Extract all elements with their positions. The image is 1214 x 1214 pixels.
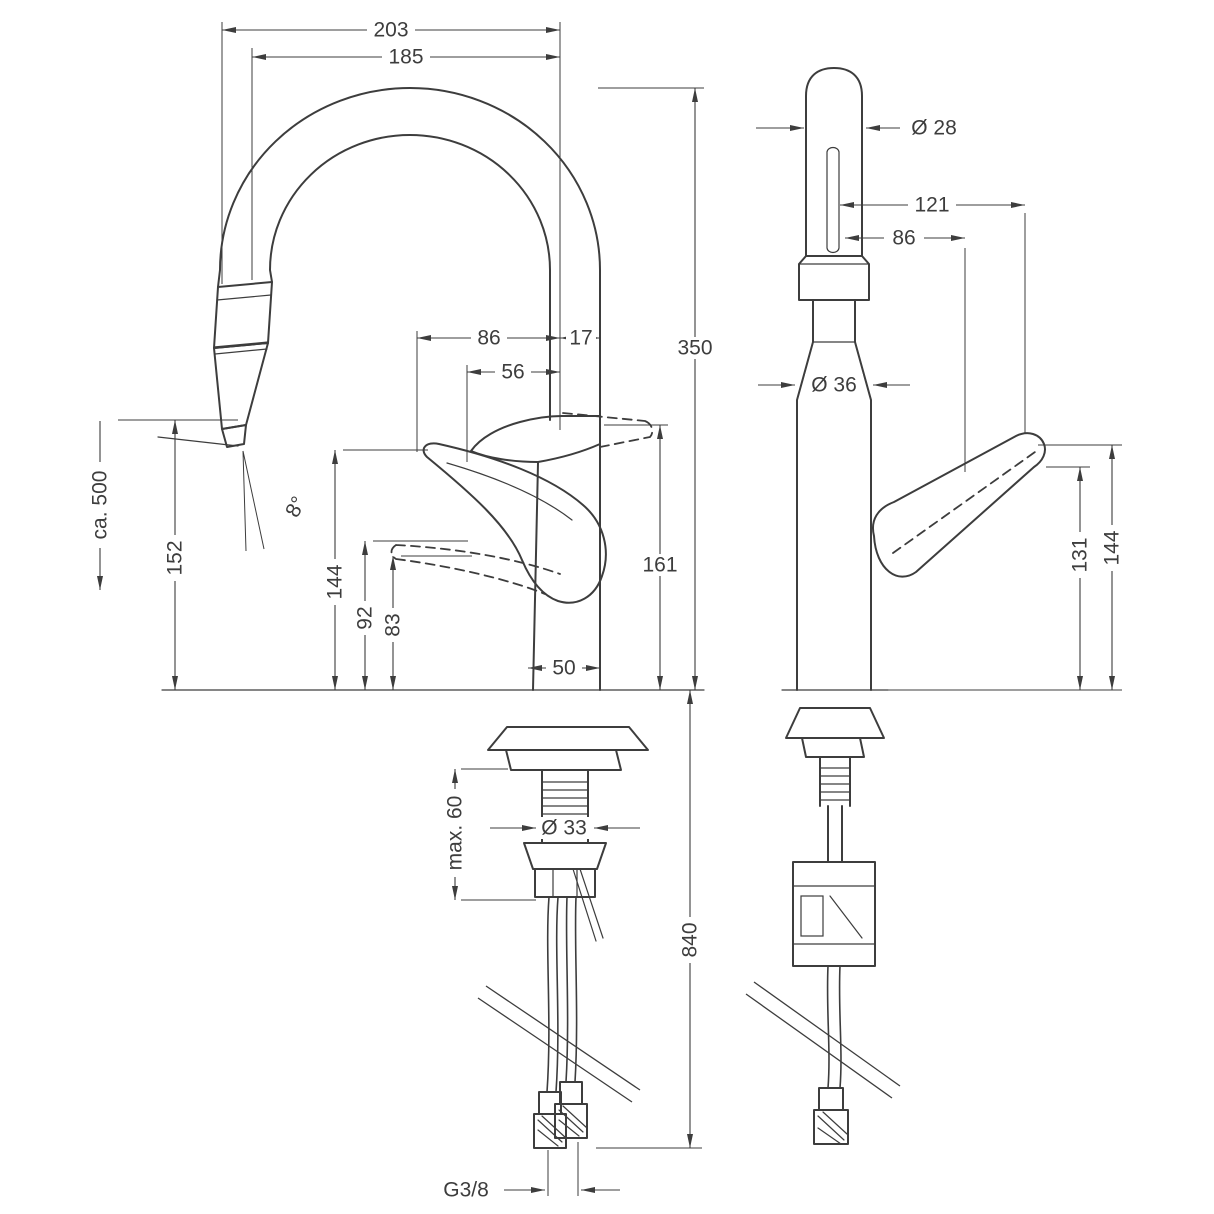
sprayhead-slot [826, 146, 840, 254]
dim-hose-length-ca500: ca. 500 [89, 421, 112, 590]
mounting-studs [572, 868, 604, 942]
angle-annotation-8deg: 8° [242, 450, 311, 552]
dim-handle-reach-86: 86 [416, 327, 560, 452]
dim-hole-dia-33: Ø 33 [490, 817, 640, 840]
right-view: Ø 28 121 86 Ø 36 [745, 67, 1124, 1145]
hose-fitting-2-hatch [558, 1105, 588, 1137]
dim-clearance-152: 152 [118, 419, 238, 690]
dimensions-right: Ø 28 121 86 Ø 36 [756, 117, 1124, 691]
sprayhead-cone [213, 342, 269, 430]
dim-handle-low-83: 83 [382, 555, 472, 690]
dim-label-131: 131 [1069, 537, 1092, 572]
handle-lever [422, 442, 607, 604]
dim-label-203: 203 [373, 19, 408, 42]
dim-outlet-height-161: 161 [604, 424, 684, 690]
hose-fitting-1-hatch [537, 1115, 567, 1147]
hose-fitting-right-nut [813, 1109, 849, 1145]
dim-label-dia28: Ø 28 [911, 117, 957, 140]
dim-label-121: 121 [914, 194, 949, 217]
dim-body-depth-50: 50 [528, 657, 600, 680]
dim-swing-121: 121 [840, 194, 1026, 434]
body-column [532, 415, 601, 691]
dim-label-840: 840 [679, 922, 702, 957]
dim-label-50: 50 [552, 657, 575, 680]
hose-fitting-1-nut [533, 1113, 567, 1149]
dim-label-83: 83 [382, 613, 405, 636]
mounting-nut-lines [552, 868, 578, 898]
hose-fitting-2-neck [559, 1081, 583, 1105]
dim-spout-reach-185: 185 [251, 46, 560, 280]
escutcheon [487, 726, 649, 751]
dim-label-56: 56 [501, 361, 524, 384]
dim-handle-86-right: 86 [845, 227, 966, 472]
sprayhead-body [213, 281, 273, 349]
dim-height-131: 131 [1046, 466, 1092, 690]
sprayhead-leader-line [157, 436, 239, 447]
connector-tube [827, 805, 843, 863]
dim-label-max60: max. 60 [444, 796, 467, 871]
dim-below-840: 840 [596, 690, 702, 1149]
dim-total-width-203: 203 [221, 19, 561, 430]
faucet-outline-left [157, 87, 705, 1149]
dim-label-144-left: 144 [324, 564, 347, 599]
dim-max-deck-60: max. 60 [444, 768, 536, 901]
sprayhead-front [805, 67, 863, 257]
dim-label-ca500: ca. 500 [89, 471, 112, 540]
spout-nose [470, 415, 601, 463]
valve-block-details [792, 885, 876, 945]
hose-fitting-right-hatch [817, 1111, 848, 1145]
dim-head-dia-28: Ø 28 [756, 117, 957, 140]
escutcheon-skirt-right [801, 737, 865, 758]
spout-alt-position-dashed [562, 412, 654, 448]
handle-blade [872, 432, 1046, 578]
spout-arc-inner [269, 134, 551, 421]
dim-label-8deg: 8° [281, 493, 311, 522]
mounting-bracket [523, 842, 607, 870]
shank-right [819, 756, 851, 807]
thread-annotation-g38: G3/8 [443, 1142, 620, 1202]
dim-label-dia33: Ø 33 [541, 817, 587, 840]
dim-height-350: 350 [598, 87, 719, 690]
mounting-nut [534, 868, 596, 898]
dim-body-dia-36: Ø 36 [758, 374, 910, 397]
dim-label-86-left: 86 [477, 327, 500, 350]
hose-fitting-2-nut [554, 1103, 588, 1139]
shank-threads-right [819, 767, 851, 801]
dim-label-92: 92 [354, 606, 377, 629]
supply-hose-right [826, 965, 842, 1089]
dim-label-185: 185 [388, 46, 423, 69]
break-lines-left [477, 985, 641, 1103]
handle-blade-edge-dashed [892, 451, 1036, 554]
escutcheon-right [785, 707, 885, 739]
sprayhead-joint-lines [213, 294, 272, 355]
valve-block [792, 861, 876, 967]
dim-label-86-right: 86 [892, 227, 915, 250]
dim-label-g38: G3/8 [443, 1179, 489, 1202]
spout-arc-outer [217, 87, 601, 417]
dim-label-152: 152 [164, 540, 187, 575]
dim-handle-height-144: 144 [324, 449, 428, 690]
spout-collar [798, 255, 870, 301]
left-view: 203 185 86 17 [89, 19, 719, 1202]
dim-label-17: 17 [569, 327, 592, 350]
dim-height-144-right: 144 [888, 444, 1124, 691]
body-front [796, 299, 872, 691]
dim-tip-offset-17: 17 [560, 327, 600, 350]
dim-handle-reach-56: 56 [466, 361, 560, 462]
valve-block-inset [800, 895, 824, 937]
hose-fitting-right-neck [818, 1087, 844, 1111]
dimensions-left: 203 185 86 17 [89, 19, 719, 1202]
supply-hoses [546, 896, 578, 1093]
dim-label-161: 161 [642, 554, 677, 577]
escutcheon-skirt [505, 749, 622, 771]
handle-edge-line [446, 462, 573, 521]
dim-handle-mid-92: 92 [354, 540, 468, 690]
dim-label-dia36: Ø 36 [811, 374, 857, 397]
dim-label-144-right: 144 [1101, 530, 1124, 565]
dim-label-350: 350 [677, 337, 712, 360]
faucet-outline-right [745, 67, 1046, 1145]
break-lines-right [745, 981, 901, 1099]
sprayhead-nozzle [221, 424, 247, 448]
